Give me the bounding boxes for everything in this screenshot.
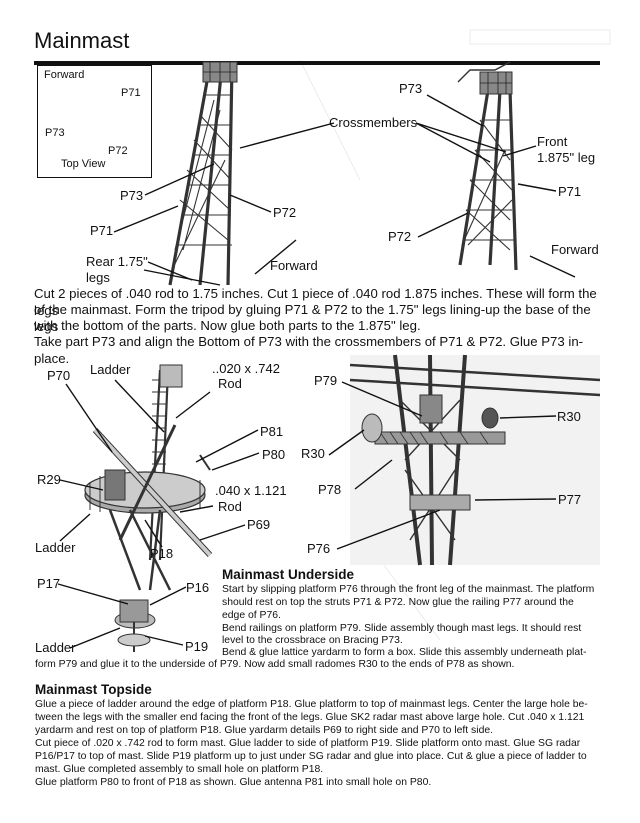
left-rear-legs-label-line2: legs <box>86 270 110 285</box>
p70-label: P70 <box>47 368 70 383</box>
p16-label: P16 <box>186 580 209 595</box>
ladder-bottom-label: Ladder <box>35 540 75 555</box>
topside-line-6: mast. Glue completed assembly to small h… <box>35 763 323 777</box>
topside-line-3: yardarm and rest on top of platform P18.… <box>35 724 493 738</box>
underside-heading: Mainmast Underside <box>222 567 354 582</box>
right-forward-label: Forward <box>551 242 599 257</box>
left-p73-label: P73 <box>120 188 143 203</box>
left-tripod-drawing <box>170 62 237 285</box>
underside-line-3: edge of P76. <box>222 609 281 623</box>
topside-line-1: Glue a piece of ladder around the edge o… <box>35 698 588 712</box>
p79-label: P79 <box>314 373 337 388</box>
p69-label: P69 <box>247 517 270 532</box>
small-radar-drawing <box>115 600 155 652</box>
ladder-top-label: Ladder <box>90 362 130 377</box>
front-leg-label-line2: 1.875" leg <box>537 150 595 165</box>
instructions-line-3: with the bottom of the parts. Now glue b… <box>34 318 604 335</box>
topside-line-4: Cut piece of .020 x .742 rod to form mas… <box>35 737 580 751</box>
r30-left-label: R30 <box>301 446 325 461</box>
r30-right-label: R30 <box>557 409 581 424</box>
left-rear-legs-label-line1: Rear 1.75" <box>86 254 148 269</box>
top-view-caption: Top View <box>61 158 105 170</box>
crossmembers-label: Crossmembers <box>329 115 417 130</box>
underside-line-1: Start by slipping platform P76 through t… <box>222 583 594 597</box>
top-view-p73-label: P73 <box>45 127 65 139</box>
rod-040-label-line2: Rod <box>218 499 242 514</box>
p18-label: P18 <box>150 546 173 561</box>
left-p72-label: P72 <box>273 205 296 220</box>
p76-label: P76 <box>307 541 330 556</box>
rod-020-label-line2: Rod <box>218 376 242 391</box>
right-p73-label: P73 <box>399 81 422 96</box>
right-p71-label: P71 <box>558 184 581 199</box>
top-view-p72-label: P72 <box>108 145 128 157</box>
topside-line-2: tween the legs with the smaller end faci… <box>35 711 584 725</box>
p81-label: P81 <box>260 424 283 439</box>
topside-drawing <box>85 365 210 590</box>
right-p72-label: P72 <box>388 229 411 244</box>
p80-label: P80 <box>262 447 285 462</box>
front-leg-label-line1: Front <box>537 134 567 149</box>
rod-020-label-line1: ..020 x .742 <box>212 361 280 376</box>
ladder-small-label: Ladder <box>35 640 75 655</box>
topside-heading: Mainmast Topside <box>35 682 152 697</box>
underside-line-7: form P79 and glue it to the underside of… <box>35 658 514 672</box>
top-view-p71-label: P71 <box>121 87 141 99</box>
p19-label: P19 <box>185 639 208 654</box>
topside-line-7: Glue platform P80 to front of P18 as sho… <box>35 776 431 790</box>
right-tripod-drawing <box>458 62 516 270</box>
p78-label: P78 <box>318 482 341 497</box>
rod-040-label-line1: .040 x 1.121 <box>215 483 287 498</box>
r29-label: R29 <box>37 472 61 487</box>
left-forward-label: Forward <box>270 258 318 273</box>
left-p71-label: P71 <box>90 223 113 238</box>
underside-line-2: should rest on top the struts P71 & P72.… <box>222 596 574 610</box>
p77-label: P77 <box>558 492 581 507</box>
p17-label: P17 <box>37 576 60 591</box>
top-view-forward-label: Forward <box>44 69 84 81</box>
underside-drawing <box>350 355 600 565</box>
topside-line-5: P16/P17 to top of mast. Slide P19 platfo… <box>35 750 587 764</box>
